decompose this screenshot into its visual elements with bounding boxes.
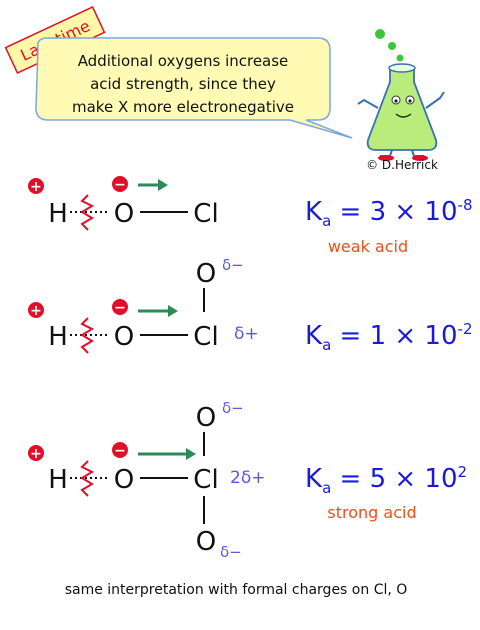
cl-delta-plus: δ+ [234, 324, 259, 344]
top-o-delta-minus: δ− [222, 399, 244, 417]
speech-bubble: Additional oxygens increase acid strengt… [35, 37, 353, 139]
o-minus-sign: − [114, 300, 126, 316]
caption-weak-acid: weak acid [328, 237, 408, 256]
ka-value-row3: Ka = 5 × 102 [305, 463, 467, 497]
top-o-atom: O [196, 403, 216, 433]
molecule-hclo2: O δ− + H O Cl δ+ − [28, 256, 259, 354]
h-plus-sign: + [30, 179, 42, 195]
bond-break-zigzag [80, 194, 95, 231]
cl-atom: Cl [193, 465, 218, 495]
molecule-hclo3: O δ− + H O Cl 2δ+ − O δ− [28, 399, 265, 561]
h-atom: H [48, 322, 68, 352]
h-atom: H [48, 199, 68, 229]
bond-break-zigzag [80, 317, 95, 354]
footer-note: same interpretation with formal charges … [65, 582, 408, 598]
bubble-line-2: acid strength, since they [90, 75, 276, 93]
h-plus-charge [28, 445, 44, 461]
h-plus-charge [28, 302, 44, 318]
flask-mascot-illustration [357, 29, 445, 161]
o-minus-charge [112, 176, 128, 192]
o-minus-charge [112, 442, 128, 458]
ka-value-row1: Ka = 3 × 10-8 [305, 196, 473, 230]
top-o-delta-minus: δ− [222, 256, 244, 274]
arrow-head [158, 179, 168, 191]
o-atom: O [114, 322, 134, 352]
o-minus-charge [112, 299, 128, 315]
caption-strong-acid: strong acid [327, 503, 416, 522]
bottom-o-atom: O [196, 527, 216, 557]
o-minus-sign: − [114, 177, 126, 193]
o-atom: O [114, 199, 134, 229]
arrow-head [168, 305, 178, 317]
cl-atom: Cl [193, 199, 218, 229]
top-o-atom: O [196, 259, 216, 289]
bubble-line-3: make X more electronegative [72, 98, 294, 116]
h-plus-sign: + [30, 446, 42, 462]
bottom-o-delta-minus: δ− [220, 543, 242, 561]
cl-2delta-plus: 2δ+ [230, 468, 265, 488]
molecule-hocl: + H O Cl − [28, 176, 219, 231]
o-minus-sign: − [114, 443, 126, 459]
ka-value-row2: Ka = 1 × 10-2 [305, 320, 473, 354]
bubble-line-1: Additional oxygens increase [78, 52, 289, 70]
h-atom: H [48, 465, 68, 495]
h-plus-sign: + [30, 303, 42, 319]
o-atom: O [114, 465, 134, 495]
bond-break-zigzag [80, 460, 95, 497]
cl-atom: Cl [193, 322, 218, 352]
h-plus-charge [28, 178, 44, 194]
arrow-head [186, 448, 196, 460]
author-credit: © D.Herrick [366, 158, 438, 172]
